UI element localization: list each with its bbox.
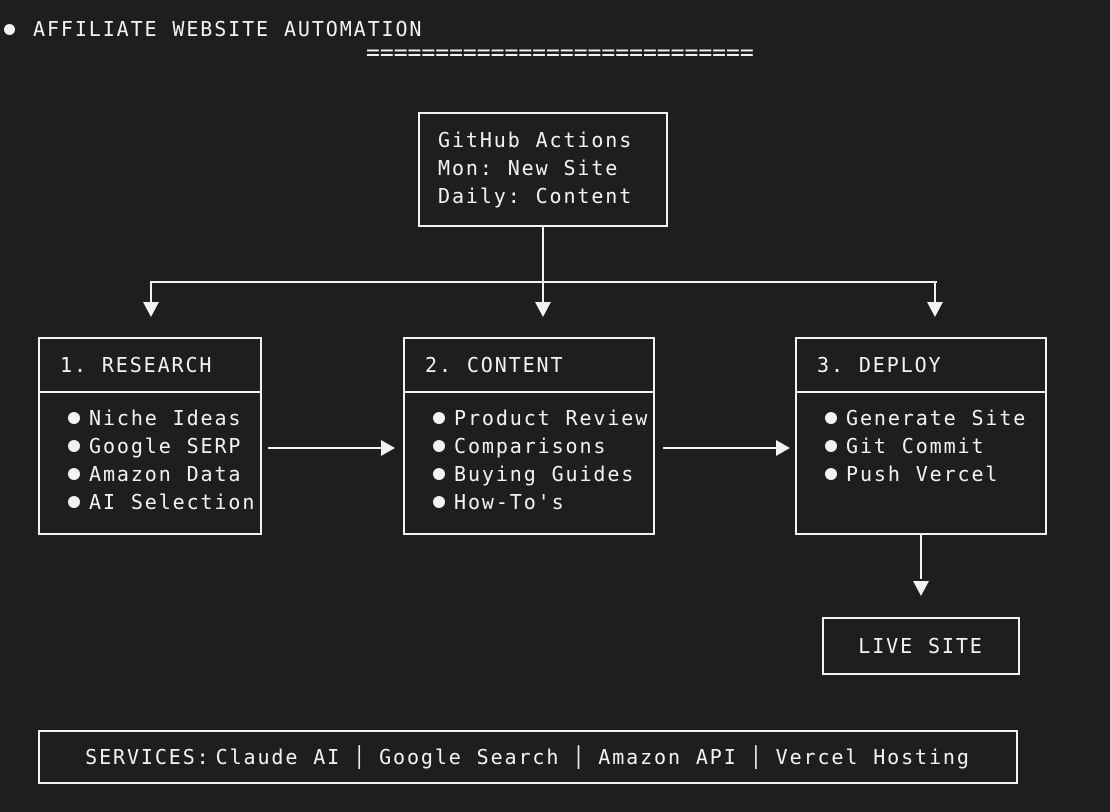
trigger-box: GitHub Actions Mon: New Site Daily: Cont… (418, 112, 668, 227)
bullet-icon (825, 440, 837, 452)
trigger-line: Daily: Content (438, 184, 634, 208)
separator-icon: │ (749, 745, 764, 769)
item-label: Niche Ideas (89, 406, 243, 430)
list-item: Buying Guides (433, 460, 653, 488)
bullet-icon (825, 412, 837, 424)
item-label: Comparisons (454, 434, 608, 458)
list-item: Niche Ideas (68, 404, 260, 432)
connector-stub-center (542, 281, 544, 302)
connector-deploy-live (920, 535, 922, 579)
connector-branch-horizontal (151, 281, 937, 283)
connector-content-deploy (663, 447, 776, 449)
services-bar: SERVICES: Claude AI │ Google Search │ Am… (38, 730, 1018, 784)
bullet-icon (825, 468, 837, 480)
arrowhead-down-icon (927, 302, 943, 317)
list-item: Amazon Data (68, 460, 260, 488)
arrowhead-down-icon (913, 581, 929, 596)
bullet-icon (433, 412, 445, 424)
live-site-box: LIVE SITE (822, 617, 1020, 675)
item-label: Git Commit (846, 434, 986, 458)
item-label: Push Vercel (846, 462, 1000, 486)
arrowhead-right-icon (776, 440, 790, 456)
list-item: Git Commit (825, 432, 1045, 460)
service-item: Vercel Hosting (775, 745, 971, 769)
live-site-label: LIVE SITE (858, 634, 984, 658)
item-label: Google SERP (89, 434, 243, 458)
bullet-icon (68, 412, 80, 424)
item-label: Buying Guides (454, 462, 636, 486)
stage-item-list: Generate Site Git Commit Push Vercel (797, 393, 1045, 488)
bullet-icon (68, 468, 80, 480)
arrowhead-down-icon (143, 302, 159, 317)
bullet-icon (68, 440, 80, 452)
list-item: Generate Site (825, 404, 1045, 432)
connector-trigger-down (542, 227, 544, 281)
stage-item-list: Product Review Comparisons Buying Guides… (405, 393, 653, 516)
stage-box-research: 1. RESEARCH Niche Ideas Google SERP Amaz… (38, 337, 262, 535)
bullet-icon (433, 468, 445, 480)
page-title-row: AFFILIATE WEBSITE AUTOMATION (4, 17, 423, 41)
stage-item-list: Niche Ideas Google SERP Amazon Data AI S… (40, 393, 260, 516)
item-label: AI Selection (89, 490, 257, 514)
separator-icon: │ (353, 745, 368, 769)
item-label: Product Review (454, 406, 650, 430)
page-title: AFFILIATE WEBSITE AUTOMATION (33, 17, 424, 41)
bullet-icon (68, 496, 80, 508)
item-label: How-To's (454, 490, 566, 514)
connector-research-content (268, 447, 381, 449)
arrowhead-right-icon (381, 440, 395, 456)
list-item: Push Vercel (825, 460, 1045, 488)
list-item: Google SERP (68, 432, 260, 460)
list-item: Comparisons (433, 432, 653, 460)
stage-box-deploy: 3. DEPLOY Generate Site Git Commit Push … (795, 337, 1047, 535)
list-item: AI Selection (68, 488, 260, 516)
connector-stub-left (150, 281, 152, 302)
separator-icon: │ (572, 745, 587, 769)
bullet-icon (433, 440, 445, 452)
list-item: How-To's (433, 488, 653, 516)
service-item: Amazon API (598, 745, 738, 769)
trigger-line: GitHub Actions (438, 128, 634, 152)
bullet-icon (433, 496, 445, 508)
list-item: Product Review (433, 404, 653, 432)
service-item: Google Search (379, 745, 561, 769)
services-label: SERVICES: (85, 745, 211, 769)
stage-title: 1. RESEARCH (40, 339, 260, 393)
stage-title: 3. DEPLOY (797, 339, 1045, 393)
service-item: Claude AI (215, 745, 342, 769)
stage-title: 2. CONTENT (405, 339, 653, 393)
connector-stub-right (934, 281, 936, 302)
stage-box-content: 2. CONTENT Product Review Comparisons Bu… (403, 337, 655, 535)
arrowhead-down-icon (535, 302, 551, 317)
trigger-line: Mon: New Site (438, 156, 620, 180)
item-label: Amazon Data (89, 462, 243, 486)
title-underline: ============================ (366, 40, 754, 66)
bullet-icon (4, 23, 15, 35)
item-label: Generate Site (846, 406, 1028, 430)
